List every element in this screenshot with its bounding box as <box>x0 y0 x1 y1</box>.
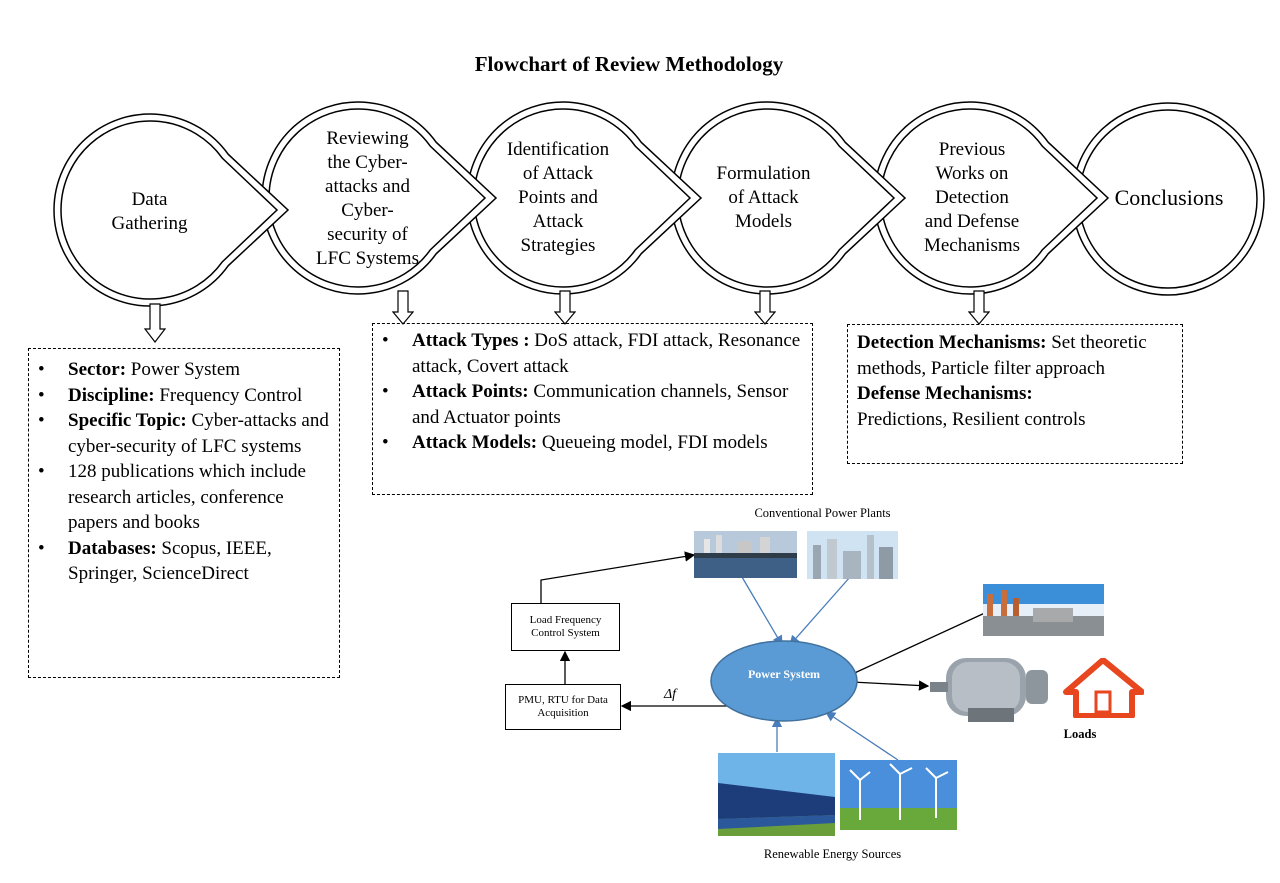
defense-heading: Defense Mechanisms: <box>857 383 1033 404</box>
attack-info-box: Attack Types : DoS attack, FDI attack, R… <box>372 323 813 495</box>
page-title: Flowchart of Review Methodology <box>474 52 784 76</box>
list-item: Attack Types : DoS attack, FDI attack, R… <box>373 328 802 379</box>
list-item: Discipline: Frequency Control <box>29 383 329 409</box>
step-1-inner <box>60 120 279 300</box>
load-factory-image <box>983 584 1104 636</box>
down-arrow-icon <box>392 290 414 325</box>
delta-f-label: Δf <box>663 687 677 702</box>
list-item: Attack Models: Queueing model, FDI model… <box>373 430 802 456</box>
detection-text: Detection Mechanisms: Set theoretic meth… <box>857 332 1147 379</box>
power-system-label: Power System <box>747 667 821 681</box>
step-6-text: Conclusions <box>1114 185 1224 210</box>
power-system-ellipse <box>710 640 858 722</box>
down-arrow-icon <box>754 290 776 325</box>
list-item: Databases: Scopus, IEEE, Springer, Scien… <box>29 536 329 587</box>
renewable-sources-label: Renewable Energy Sources <box>763 847 902 861</box>
mechanisms-box: Detection Mechanisms: Set theoretic meth… <box>847 324 1183 464</box>
down-arrow-icon <box>968 290 990 325</box>
step-1-text-b: Gathering <box>111 213 188 234</box>
list-item: Specific Topic: Cyber-attacks and cyber-… <box>29 408 329 459</box>
list-item: 128 publications which include research … <box>29 459 329 536</box>
loads-label: Loads <box>1063 727 1097 741</box>
pmu-rtu-box: PMU, RTU for Data Acquisition <box>505 684 621 730</box>
defense-text: Predictions, Resilient controls <box>857 408 1086 430</box>
conventional-plants-label: Conventional Power Plants <box>754 506 891 520</box>
power-plant-image-2 <box>807 531 898 579</box>
power-plant-image-1 <box>694 531 797 578</box>
flowchart-shapes <box>53 101 1265 307</box>
wind-turbine-image <box>840 760 957 830</box>
list-item: Attack Points: Communication channels, S… <box>373 379 802 430</box>
down-arrow-icon <box>554 290 576 325</box>
step-1-text: Data <box>131 189 168 210</box>
list-item: Sector: Power System <box>29 357 329 383</box>
solar-panel-image <box>718 753 835 836</box>
data-gathering-box: Sector: Power System Discipline: Frequen… <box>28 348 340 678</box>
house-icon <box>1063 658 1144 718</box>
lfc-system-box: Load Frequency Control System <box>511 603 620 651</box>
motor-load-image <box>930 658 1048 722</box>
down-arrow-icon <box>144 303 166 343</box>
